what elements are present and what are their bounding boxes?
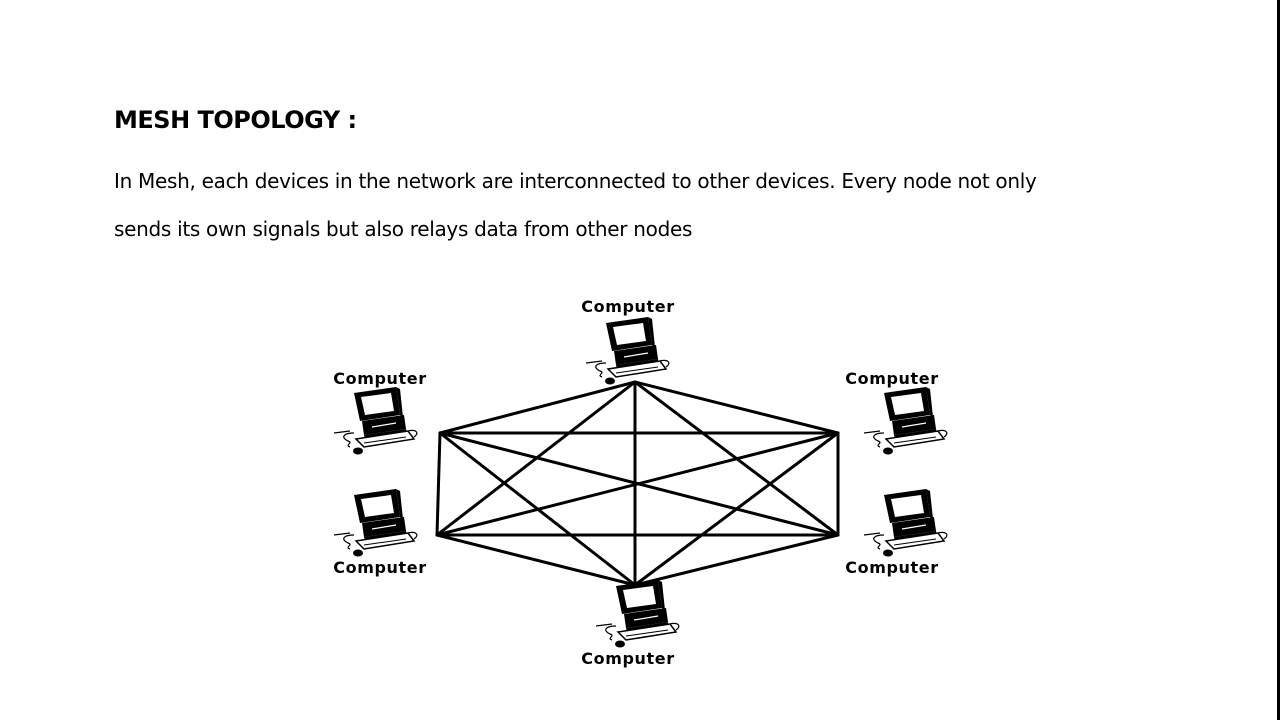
link-upper-left-lower-left [435,431,442,537]
node-label-lower-right: Computer [845,558,938,577]
link-lower-left-bottom [435,533,637,587]
body-line-2: sends its own signals but also relays da… [114,217,693,241]
slide-title: MESH TOPOLOGY : [114,106,357,134]
mesh-links [435,380,840,587]
node-upper-right: Computer [845,369,948,456]
node-label-bottom: Computer [581,649,674,668]
link-top-upper-right [633,380,840,435]
link-top-upper-left [438,380,637,435]
computer-icon [863,488,948,558]
node-lower-right: Computer [845,488,948,577]
node-label-top: Computer [581,297,674,316]
computer-icon [595,579,680,649]
node-top: Computer [581,297,674,386]
node-label-lower-left: Computer [333,558,426,577]
computer-icon [333,386,418,456]
link-lower-right-bottom [633,533,840,587]
node-label-upper-left: Computer [333,369,426,388]
link-upper-right-bottom [633,431,840,587]
body-line-1: In Mesh, each devices in the network are… [114,169,1037,193]
slide-right-border [1277,0,1280,720]
computer-icon [863,386,948,456]
link-upper-right-lower-left [435,431,840,537]
computer-icon [333,488,418,558]
node-bottom: Computer [581,579,680,668]
node-upper-left: Computer [333,369,426,456]
computer-icon [585,316,670,386]
node-lower-left: Computer [333,488,426,577]
slide-body-text: In Mesh, each devices in the network are… [114,157,1174,253]
node-label-upper-right: Computer [845,369,938,388]
